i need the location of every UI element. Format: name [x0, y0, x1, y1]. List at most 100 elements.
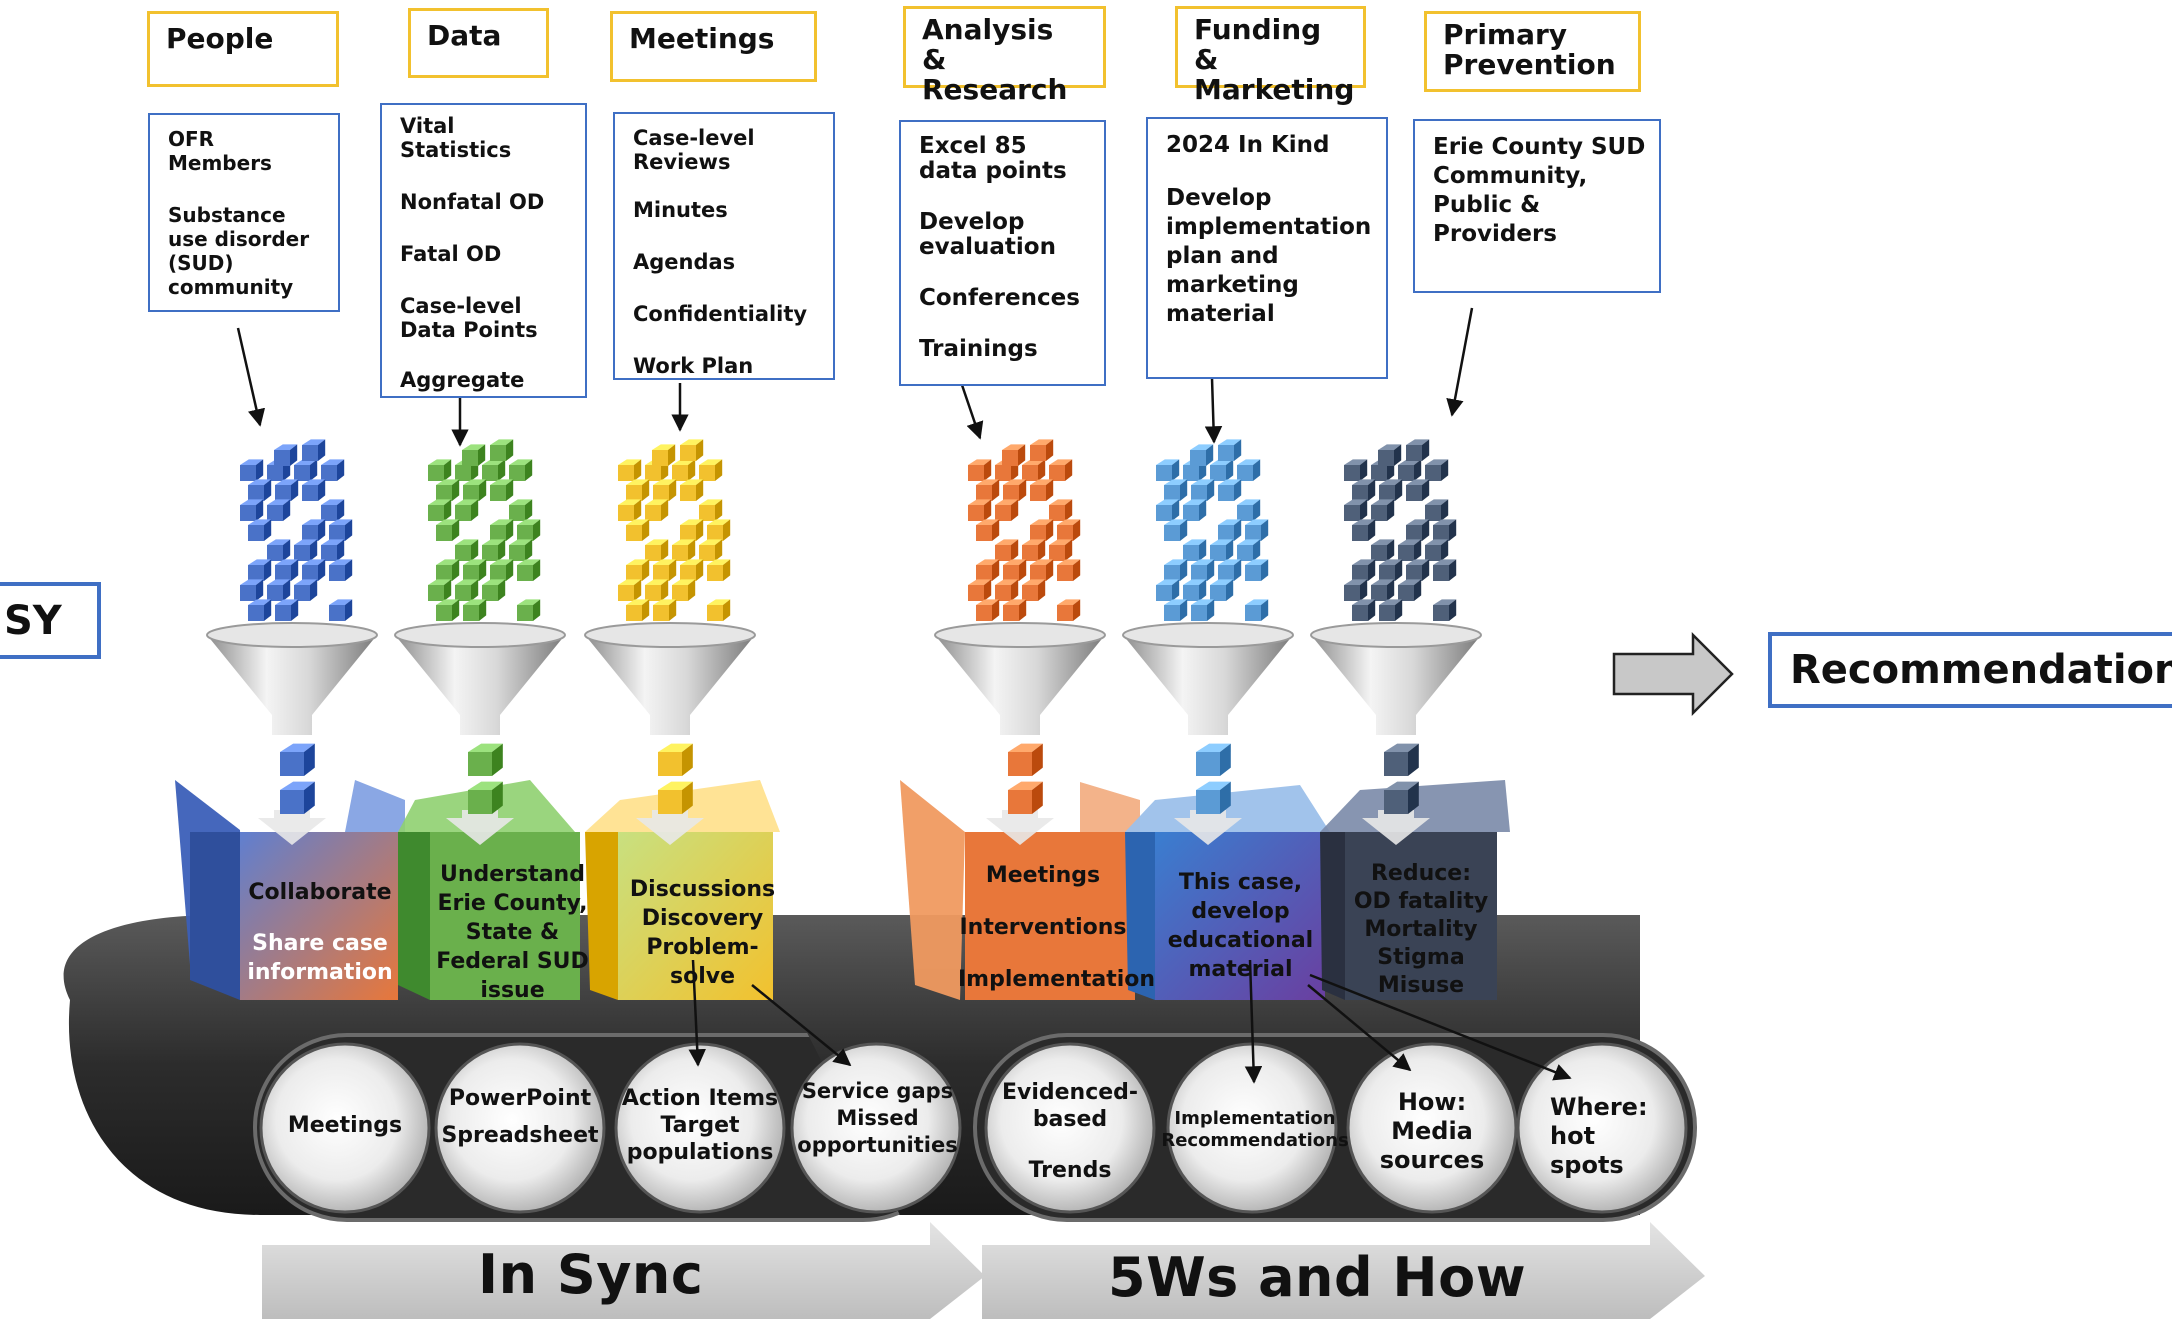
content-data-item: Case-level Data Points: [400, 294, 538, 342]
title-meetings-text: Meetings: [629, 22, 775, 55]
cube-stack-0: [240, 439, 353, 814]
content-prevention: Erie County SUD Community, Public & Prov…: [1413, 119, 1661, 293]
content-meetings-item: Minutes: [633, 198, 728, 222]
roller-line: PowerPoint: [448, 1086, 592, 1111]
funnel-2: [584, 622, 756, 845]
content-analysis-item: Develop evaluation: [919, 209, 1056, 260]
box-text-people: Collaborate Share case information: [242, 878, 398, 987]
content-funding: 2024 In Kind Develop implementation plan…: [1146, 117, 1388, 379]
box-line: material: [1188, 957, 1293, 982]
title-meetings: Meetings: [610, 11, 817, 82]
box-analysis: [900, 780, 1140, 1000]
roller-line: [990, 1133, 1150, 1157]
cube-stack-5: [1344, 439, 1457, 814]
roller-line: Media: [1391, 1117, 1473, 1145]
funnel-4: [1122, 622, 1294, 845]
roller-line: Target: [660, 1113, 740, 1138]
funnel-5: [1310, 622, 1482, 845]
box-line: Mortality: [1364, 917, 1478, 942]
content-prevention-item: Erie County SUD Community, Public & Prov…: [1433, 134, 1646, 247]
roller-line: sources: [1379, 1146, 1485, 1174]
content-meetings-item: Confidentiality: [633, 302, 808, 326]
roller-line: Service gaps: [801, 1079, 954, 1103]
cube-stack-3: [968, 439, 1081, 814]
roller-line: Recommendations: [1161, 1130, 1349, 1151]
title-people-text: People: [166, 22, 274, 55]
content-meetings-item: Case-level Reviews: [633, 126, 755, 174]
cube-stacks: [240, 439, 1457, 814]
partial-left-box-text: SY: [4, 597, 62, 644]
cube-stack-2: [618, 439, 731, 814]
box-line: [958, 889, 1128, 915]
roller-line: How:: [1397, 1088, 1467, 1116]
box-text-analysis: Meetings Interventions Implementation: [958, 863, 1156, 993]
cube-stack-1: [428, 439, 541, 814]
content-people: OFR Members Substance use disorder (SUD)…: [148, 113, 340, 312]
band-arrows: [262, 1222, 1705, 1319]
box-line: Misuse: [1377, 973, 1465, 998]
roller-action-items: Action Items Target populations: [615, 1085, 785, 1166]
roller-evidenced: Evidenced- based Trends: [990, 1079, 1150, 1184]
box-line: information: [247, 960, 393, 985]
box-line: Share case: [252, 931, 388, 956]
content-people-item: OFR Members: [168, 127, 272, 175]
content-people-item: Substance use disorder (SUD) community: [168, 203, 310, 299]
recommendation-label: Recommendation: [1790, 647, 2172, 693]
title-prevention: Primary Prevention: [1424, 11, 1641, 92]
box-line: State &: [465, 920, 560, 945]
box-line: Interventions: [959, 915, 1127, 940]
roller-line: Where:: [1550, 1093, 1648, 1121]
box-text-data: Understand Erie County, State & Federal …: [430, 860, 595, 1005]
box-line: Erie County,: [437, 891, 588, 916]
roller-meetings: Meetings: [265, 1112, 425, 1139]
roller-line: Trends: [1028, 1158, 1112, 1183]
content-data-item: Vital Statistics: [400, 114, 512, 162]
title-analysis: Analysis & Research: [903, 6, 1106, 105]
box-line: Federal SUD: [436, 949, 589, 974]
funnels: [206, 622, 1482, 845]
connector-arrows: [236, 307, 1572, 1084]
band-label-5ws: 5Ws and How: [1108, 1246, 1527, 1309]
box-line: Understand: [440, 862, 585, 887]
box-line: Problem-solve: [646, 935, 759, 989]
roller-line: hot: [1550, 1122, 1596, 1150]
box-meetings: [585, 780, 780, 1000]
roller-line: spots: [1550, 1151, 1624, 1179]
box-line: Discussions: [629, 877, 776, 902]
title-prevention-text: Primary Prevention: [1443, 18, 1616, 81]
box-line: Implementation: [958, 967, 1156, 992]
content-data-item: Nonfatal OD: [400, 190, 545, 214]
band-label-in-sync: In Sync: [478, 1243, 704, 1306]
box-text-meetings: Discussions Discovery Problem-solve: [615, 875, 790, 991]
title-data: Data: [408, 8, 549, 78]
box-data: [398, 780, 580, 1000]
title-funding-text: Funding & Marketing: [1194, 13, 1355, 106]
box-text-funding: This case, develop educational material: [1158, 868, 1323, 984]
title-people: People: [147, 11, 339, 87]
roller-line: Meetings: [287, 1113, 403, 1138]
title-analysis-text: Analysis & Research: [922, 13, 1068, 106]
roller-line: Action Items: [621, 1086, 779, 1111]
content-analysis-item: Conferences: [919, 285, 1080, 311]
arrow-to-recommendation: [1612, 631, 1734, 717]
funnel-1: [394, 622, 566, 845]
funnel-0: [206, 622, 378, 845]
box-line: develop: [1191, 899, 1290, 924]
roller-line: opportunities: [797, 1133, 958, 1157]
rollers: [259, 1042, 1688, 1214]
box-line: [242, 907, 398, 929]
box-funding: [1125, 785, 1330, 1000]
title-funding: Funding & Marketing: [1175, 6, 1366, 105]
title-data-text: Data: [427, 19, 502, 52]
roller-line: based: [1032, 1107, 1108, 1132]
roller-line: [440, 1112, 600, 1122]
content-funding-item: Develop implementation plan and marketin…: [1166, 185, 1372, 327]
content-analysis-item: Excel 85 data points: [919, 133, 1067, 184]
box-line: Collaborate: [248, 880, 392, 905]
roller-line: Missed: [836, 1106, 919, 1130]
roller-implementation: Implementation Recommendations: [1160, 1108, 1350, 1152]
roller-line: Implementation: [1174, 1108, 1336, 1129]
content-meetings: Case-level Reviews Minutes Agendas Confi…: [613, 112, 835, 380]
recommendation-box: Recommendation: [1768, 632, 2172, 708]
